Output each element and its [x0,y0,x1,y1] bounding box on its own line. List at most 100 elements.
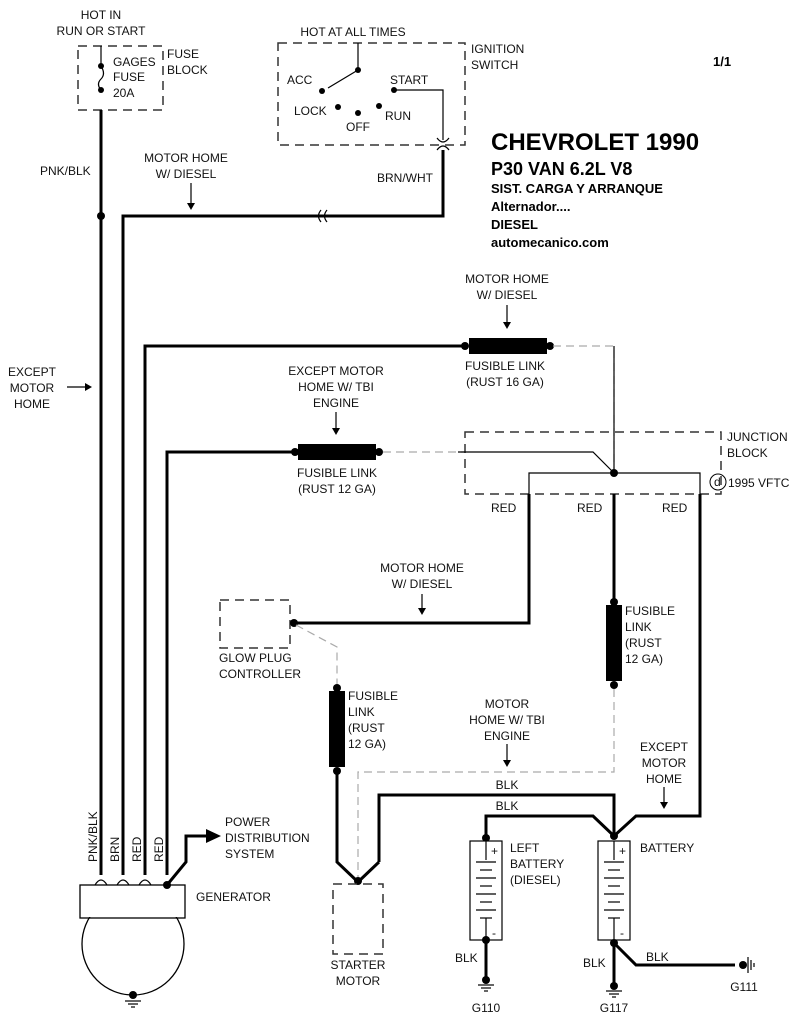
except-mh-tbi-1: EXCEPT MOTOR [288,364,384,378]
wire-red-2 [165,450,295,875]
generator [79,879,186,1008]
left-battery-plus: + [491,844,498,858]
starter-motor [332,883,384,955]
ground-g111: G111 [730,980,758,994]
except-mh-tbi-2: HOME W/ TBI [298,380,374,394]
connector-icon [317,209,328,223]
fl-v2-4: 12 GA) [625,652,663,666]
except-mh-tbi-3: ENGINE [313,396,359,410]
gen-wire-label-pnk-blk: PNK/BLK [86,811,100,862]
wire-label-blk-g110: BLK [455,951,478,965]
switch-pos-acc: ACC [287,73,313,87]
except-motor-home-6: HOME [646,772,682,786]
wire-blk-starter [377,793,616,862]
fuse-feed-label-1: HOT IN [81,8,121,22]
except-motor-home-3: HOME [14,397,50,411]
wire-red-glow [294,494,531,625]
junction-block: JUNCTION BLOCK d 1995 VFTC [458,346,790,495]
wire-label-blk-2: BLK [496,799,519,813]
power-dist-label-3: SYSTEM [225,847,274,861]
ground-icon [739,957,755,973]
arrow-icon [206,829,221,843]
splice-dot [97,212,105,220]
page-number: 1/1 [713,54,731,69]
mh-diesel-label-1: MOTOR HOME [144,151,228,165]
fl-v1-4: 12 GA) [348,737,386,751]
mh-diesel-label-4: W/ DIESEL [477,288,538,302]
title-website: automecanico.com [491,235,609,250]
wire-label-brn-wht: BRN/WHT [377,171,434,185]
junction-block-outline [464,431,722,495]
except-motor-home-1: EXCEPT [8,365,57,379]
fuse-name-1: GAGES [113,55,156,69]
fusible-link-12ga [298,444,376,460]
fl-v1-3: (RUST [348,721,385,735]
starter-label-1: STARTER [331,958,386,972]
switch-pos-lock: LOCK [294,104,327,118]
wire-label-blk-g117: BLK [583,956,606,970]
title-fuel: DIESEL [491,217,538,232]
battery: + - [597,832,631,947]
title-component: Alternador.... [491,199,570,214]
left-battery-minus: - [492,926,496,940]
mh-diesel-label-2: W/ DIESEL [156,167,217,181]
battery-minus: - [620,926,624,940]
fusible-link-right [606,605,622,681]
junction-name-2: BLOCK [727,446,768,460]
title-system: SIST. CARGA Y ARRANQUE [491,181,663,196]
mh-tbi-3: ENGINE [484,729,530,743]
wire-brn [121,150,445,875]
mh-diesel-label-3: MOTOR HOME [465,272,549,286]
except-motor-home-2: MOTOR [10,381,55,395]
power-dist-label-1: POWER [225,815,271,829]
wire-label-blk-g111: BLK [646,950,669,964]
ignition-name-2: SWITCH [471,58,518,72]
fuse-rating: 20A [113,86,134,100]
fuse-block-name-2: BLOCK [167,63,208,77]
fusible-link-16-label-1: FUSIBLE LINK [465,359,545,373]
ignition-feed-label: HOT AT ALL TIMES [300,25,405,39]
copyright-icon [709,473,727,491]
starter-label-2: MOTOR [336,974,381,988]
wire-red-1 [143,344,466,875]
ignition-switch-outline [277,42,466,146]
switch-pos-start: START [390,73,429,87]
fuse-block-name-1: FUSE [167,47,199,61]
optional-wire [553,345,615,472]
gen-wire-label-brn: BRN [108,837,122,862]
except-motor-home-4: EXCEPT [640,740,689,754]
power-dist-label-2: DISTRIBUTION [225,831,310,845]
fusible-link-16-label-2: (RUST 16 GA) [466,375,544,389]
fuse-icon [97,65,105,91]
fuse-block: HOT IN RUN OR START GAGES FUSE 20A FUSE … [57,8,208,111]
ignition-name-1: IGNITION [471,42,524,56]
fuse-feed-label-2: RUN OR START [57,24,147,38]
switch-pos-run: RUN [385,109,411,123]
glow-plug-label-2: CONTROLLER [219,667,301,681]
left-battery-label-3: (DIESEL) [510,873,561,887]
wire-starter-feed [335,771,360,884]
fl-v2-2: LINK [625,620,652,634]
wire-label-red-2: RED [577,501,603,515]
mh-tbi-2: HOME W/ TBI [469,713,545,727]
fusible-link-16ga [469,338,547,354]
ground-g117: G117 [600,1001,629,1015]
ignition-switch: HOT AT ALL TIMES ACC LOCK OFF RUN START … [277,25,524,151]
mh-diesel-label-6: W/ DIESEL [392,577,453,591]
ground-icon [606,982,622,998]
fl-v1-1: FUSIBLE [348,689,398,703]
copyright-symbol: d [714,475,721,489]
battery-plus: + [619,844,626,858]
except-motor-home-5: MOTOR [642,756,687,770]
fl-v1-2: LINK [348,705,375,719]
junction-name-1: JUNCTION [727,430,788,444]
ground-icon [478,976,494,992]
title-make-year: CHEVROLET 1990 [491,129,699,156]
wire-label-red-3: RED [662,501,688,515]
wire-blk-left-battery [484,814,616,838]
gen-wire-label-red-1: RED [130,836,144,862]
wire-power-distribution [165,834,208,886]
fusible-link-12-label-1: FUSIBLE LINK [297,466,377,480]
gen-wire-label-red-2: RED [152,836,166,862]
